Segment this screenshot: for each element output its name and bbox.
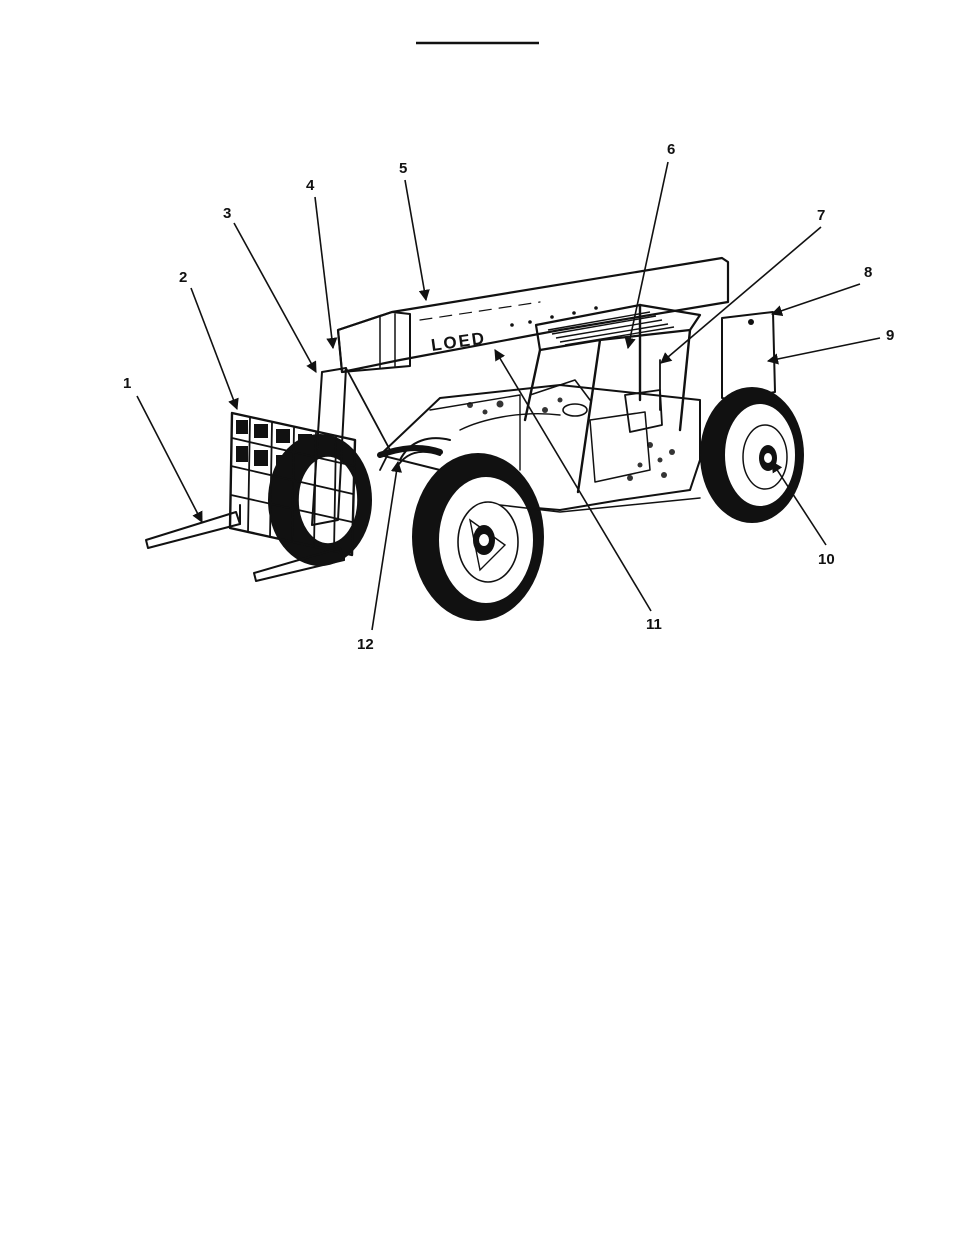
- forklift-drawing: LOED: [146, 258, 804, 621]
- cover-latch: [748, 319, 754, 325]
- callout-11: 11: [646, 616, 662, 633]
- front-wheel: [412, 453, 544, 621]
- callout-8: 8: [864, 264, 872, 281]
- callout-1: 1: [123, 375, 131, 392]
- callout-7: 7: [817, 207, 825, 224]
- callout-6: 6: [667, 141, 675, 158]
- callout-4: 4: [306, 177, 315, 194]
- callout-10: 10: [818, 551, 835, 568]
- callout-2: 2: [179, 269, 187, 286]
- engine-cover: [722, 312, 775, 400]
- callout-12: 12: [357, 636, 374, 653]
- left-fork: [146, 512, 240, 548]
- boom-brand-label: LOED: [430, 328, 487, 355]
- steering-wheel: [563, 404, 587, 416]
- rear-wheel: [700, 387, 804, 523]
- callout-3: 3: [223, 205, 231, 222]
- operator-cab: [525, 305, 700, 492]
- callout-5: 5: [399, 160, 407, 177]
- boom-head-section: [338, 312, 410, 372]
- callout-9: 9: [886, 327, 894, 344]
